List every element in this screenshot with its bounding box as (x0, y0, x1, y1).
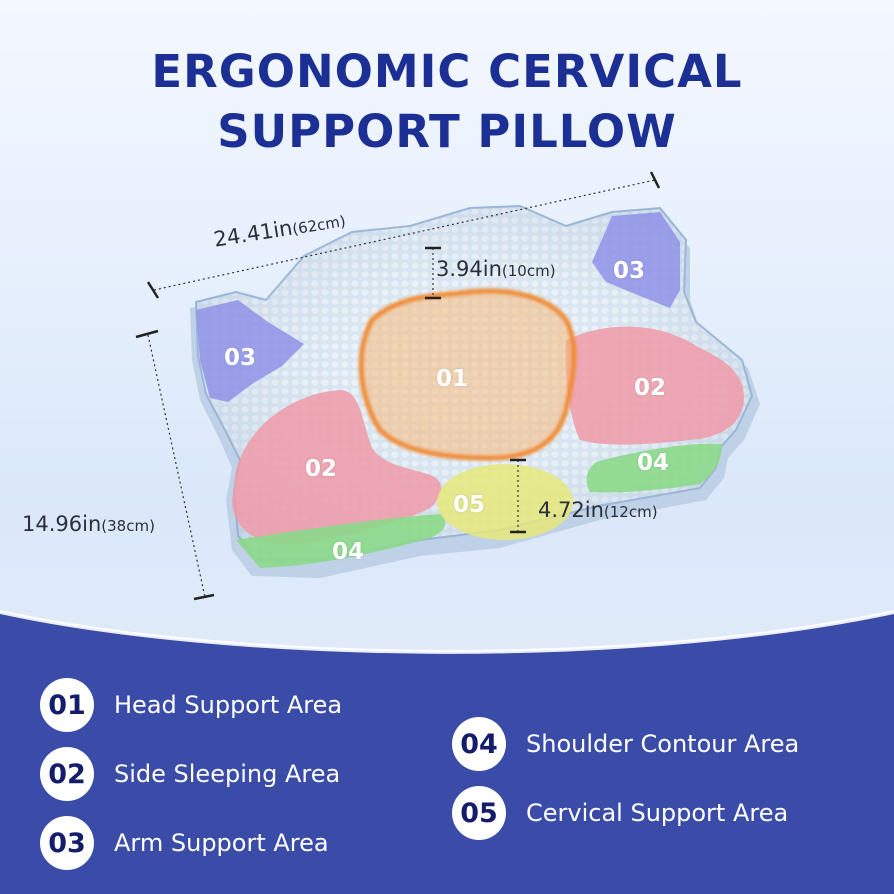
legend-item-cervical: 05 Cervical Support Area (452, 785, 788, 841)
cervical-dimension-label: 4.72in(12cm) (538, 498, 658, 522)
zone-head-label: 01 (436, 366, 469, 392)
legend-label: Cervical Support Area (526, 799, 789, 827)
zone-arm-right-label: 03 (613, 258, 646, 284)
zone-shoulder-right-label: 04 (637, 450, 670, 476)
zone-shoulder-left (236, 514, 446, 568)
page-title-line-2: SUPPORT PILLOW (217, 105, 677, 158)
height-dimension-line (425, 246, 441, 300)
zone-side-left-label: 02 (305, 456, 338, 482)
zone-arm-right (592, 212, 680, 308)
legend-item-head: 01 Head Support Area (40, 677, 342, 733)
legend-item-shoulder: 04 Shoulder Contour Area (452, 716, 799, 772)
legend-label: Shoulder Contour Area (526, 730, 800, 758)
legend-label: Side Sleeping Area (114, 760, 341, 788)
zone-side-right (565, 326, 744, 445)
cervical-dimension-line (510, 458, 526, 534)
height-cm: (10cm) (501, 262, 556, 280)
legend-item-arm: 03 Arm Support Area (40, 815, 329, 871)
depth-dimension-line (135, 329, 215, 601)
legend-number-badge: 05 (452, 786, 506, 840)
legend-label: Arm Support Area (114, 829, 329, 857)
height-inches: 3.94in (436, 257, 502, 281)
zone-arm-left (196, 300, 304, 402)
depth-inches: 14.96in (22, 512, 102, 536)
depth-cm: (38cm) (101, 517, 155, 535)
depth-dimension-label: 14.96in(38cm) (22, 512, 155, 536)
zone-shoulder-right (586, 443, 722, 493)
height-dimension-label: 3.94in(10cm) (436, 257, 556, 281)
legend-label: Head Support Area (114, 691, 343, 719)
zone-side-right-label: 02 (634, 375, 667, 401)
zone-head (358, 288, 577, 461)
legend-number-badge: 01 (40, 678, 94, 732)
zone-arm-left-label: 03 (224, 345, 257, 371)
cervical-cm: (12cm) (603, 503, 658, 521)
zone-cervical (437, 464, 573, 540)
legend-number-badge: 03 (40, 816, 94, 870)
page-title-line-1: ERGONOMIC CERVICAL (151, 45, 743, 98)
legend-panel (0, 612, 894, 894)
zone-shoulder-left-label: 04 (332, 539, 365, 565)
legend-item-side: 02 Side Sleeping Area (40, 746, 340, 802)
zone-cervical-label: 05 (453, 492, 486, 518)
cervical-inches: 4.72in (538, 498, 604, 522)
width-dimension-line (146, 171, 661, 299)
legend-number-badge: 04 (452, 717, 506, 771)
legend-number-badge: 02 (40, 747, 94, 801)
zone-side-left (232, 390, 442, 545)
